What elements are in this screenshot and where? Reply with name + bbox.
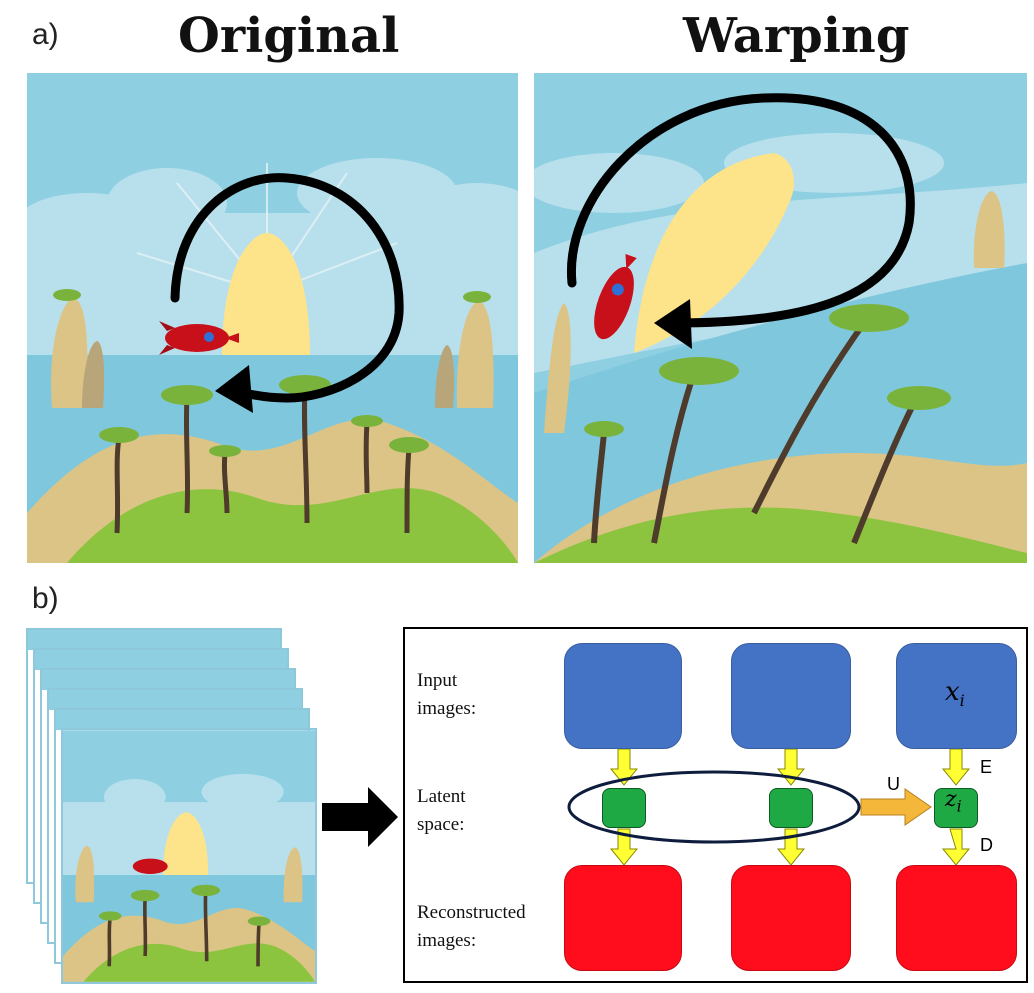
connector-layer	[567, 748, 971, 866]
encode-arrow	[941, 748, 971, 786]
original-title: Original	[178, 8, 400, 64]
panel-a-label: a)	[32, 18, 59, 51]
big-right-arrow	[322, 787, 398, 847]
warping-title: Warping	[683, 8, 910, 64]
update-arrow	[860, 788, 932, 826]
warping-scene-image	[534, 73, 1027, 563]
input-image-block-xi	[896, 643, 1017, 749]
decode-arrow	[776, 828, 806, 866]
decode-arrow	[609, 828, 639, 866]
panel-b-label: b)	[32, 582, 59, 615]
encoder-label: E	[980, 757, 993, 777]
x-i-label: xi	[945, 677, 965, 711]
decode-arrow	[941, 828, 971, 866]
z-i-label: zi	[945, 787, 962, 816]
stack-front-frame	[61, 728, 317, 984]
reconstructed-image-block	[564, 865, 682, 971]
reconstructed-image-block	[731, 865, 851, 971]
latent-code-zi	[934, 788, 978, 828]
update-label: U	[887, 774, 900, 794]
latent-code	[602, 788, 646, 828]
latent-code	[769, 788, 813, 828]
latent-group-ellipse	[567, 770, 861, 844]
input-image-block	[731, 643, 851, 749]
original-scene-image	[27, 73, 518, 563]
decoder-label: D	[980, 835, 993, 855]
input-image-block	[564, 643, 682, 749]
reconstructed-image-block	[896, 865, 1017, 971]
